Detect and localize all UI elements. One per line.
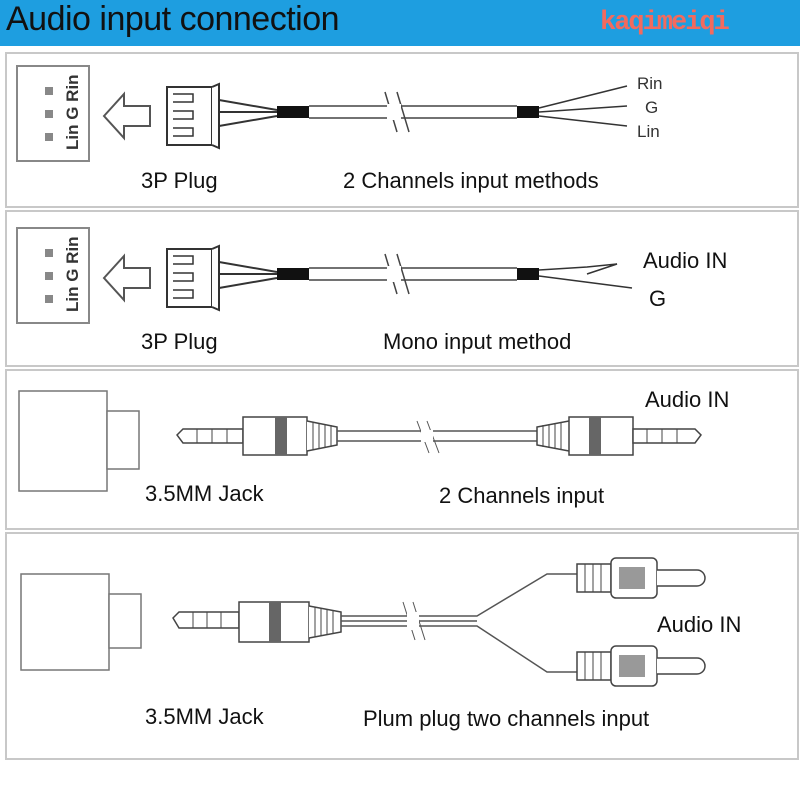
arrow-left-icon xyxy=(102,91,151,141)
wire-label-g: G xyxy=(649,286,667,311)
panel-jack-stereo: Audio IN 3.5MM Jack 2 Channels input xyxy=(5,369,799,530)
panel-3p-mono: Lin G Rin Audio IN G 3P Plug Mono input … xyxy=(5,210,799,367)
3p-plug-stereo-drawing xyxy=(16,65,628,162)
jack-rca-cable-drawing xyxy=(20,557,706,687)
wire-label-audio-in: Audio IN xyxy=(643,248,728,273)
method-label: 2 Channels input xyxy=(439,483,605,508)
wire-label-lin: Lin xyxy=(637,122,660,141)
wire-label-rin: Rin xyxy=(637,74,663,93)
panel-jack-rca: Audio IN 3.5MM Jack Plum plug two channe… xyxy=(5,532,799,760)
rca-plug-top xyxy=(576,557,706,599)
page-title: Audio input connection xyxy=(6,0,340,38)
wire-label-audio-in: Audio IN xyxy=(645,387,730,412)
jack-cable-drawing xyxy=(18,390,702,492)
plug-label: 3.5MM Jack xyxy=(145,481,264,506)
connector-pin-labels: Lin G Rin xyxy=(63,236,82,312)
plug-label: 3P Plug xyxy=(141,168,218,193)
panel-3p-stereo: Lin G Rin Rin G Lin 3P Plug 2 Channels i… xyxy=(5,52,799,208)
method-label: Mono input method xyxy=(383,329,572,354)
wire-label-audio-in: Audio IN xyxy=(657,612,742,637)
3p-plug-mono-drawing xyxy=(16,227,633,324)
watermark: kaqimeiqi xyxy=(600,8,730,38)
title-bar: Audio input connection xyxy=(0,0,800,46)
wire-label-g: G xyxy=(645,98,659,117)
connector-pin-labels: Lin G Rin xyxy=(63,74,82,150)
plug-label: 3P Plug xyxy=(141,329,218,354)
plug-label: 3.5MM Jack xyxy=(145,704,264,729)
arrow-left-icon xyxy=(102,253,151,303)
method-label: 2 Channels input methods xyxy=(343,168,599,193)
rca-plug-bottom xyxy=(576,645,706,687)
method-label: Plum plug two channels input xyxy=(363,706,650,731)
